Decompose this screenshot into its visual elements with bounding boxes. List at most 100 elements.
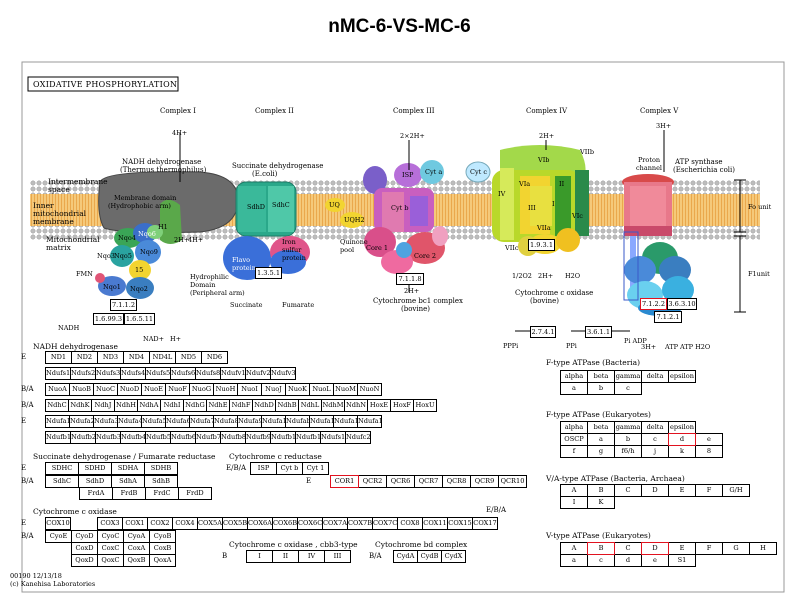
gene-a[interactable]: a xyxy=(560,382,588,395)
gene-isp[interactable]: ISP xyxy=(250,462,277,475)
ec-7118[interactable]: 7.1.1.8 xyxy=(396,273,424,285)
gene-cor1[interactable]: COR1 xyxy=(330,475,359,488)
gene-cox1[interactable]: COX1 xyxy=(122,517,148,530)
gene-cox7a[interactable]: COX7A xyxy=(322,517,348,530)
gene-ndufb11[interactable]: Ndufb11 xyxy=(295,431,321,444)
gene-hoxe[interactable]: HoxE xyxy=(367,399,391,412)
gene-ndufa5[interactable]: Ndufa5 xyxy=(141,415,166,428)
gene-cyoe[interactable]: CyoE xyxy=(45,530,72,543)
gene-nuol[interactable]: NuoL xyxy=(309,383,334,396)
gene-sdhd[interactable]: SDHD xyxy=(78,462,112,475)
gene-sdhc[interactable]: SDHC xyxy=(45,462,79,475)
gene-nuoj[interactable]: NuoJ xyxy=(261,383,286,396)
gene-cyt-1[interactable]: Cyt 1 xyxy=(302,462,329,475)
ec-1351[interactable]: 1.3.5.1 xyxy=(255,267,282,279)
gene-nd3[interactable]: ND3 xyxy=(97,351,124,364)
gene-qcr7[interactable]: QCR7 xyxy=(414,475,443,488)
gene-hoxu[interactable]: HoxU xyxy=(413,399,437,412)
gene-ndufv2[interactable]: Ndufv2 xyxy=(245,367,271,380)
gene-ndufab1[interactable]: Ndufab1 xyxy=(285,415,310,428)
ec-36310[interactable]: 3.6.3.10 xyxy=(667,298,697,310)
gene-nuod[interactable]: NuoD xyxy=(117,383,142,396)
gene-ndufb10[interactable]: Ndufb10 xyxy=(270,431,296,444)
gene-ndufa9[interactable]: Ndufa9 xyxy=(237,415,262,428)
gene-e[interactable]: E xyxy=(668,484,696,497)
gene-ndhi[interactable]: NdhI xyxy=(160,399,184,412)
gene-c[interactable]: c xyxy=(614,382,642,395)
gene-nd5[interactable]: ND5 xyxy=(175,351,202,364)
gene-iv[interactable]: IV xyxy=(298,550,325,563)
gene-cyda[interactable]: CydA xyxy=(393,550,418,563)
gene-8[interactable]: 8 xyxy=(695,445,723,458)
gene-cox6a[interactable]: COX6A xyxy=(247,517,273,530)
gene-b[interactable]: B xyxy=(587,542,615,555)
gene-cox6c[interactable]: COX6C xyxy=(297,517,323,530)
gene-ndufs4[interactable]: Ndufs4 xyxy=(120,367,146,380)
gene-g[interactable]: G xyxy=(722,542,750,555)
gene-nuoc[interactable]: NuoC xyxy=(93,383,118,396)
gene-b[interactable]: b xyxy=(587,382,615,395)
gene-ndufa10[interactable]: Ndufa10 xyxy=(261,415,286,428)
gene-cydb[interactable]: CydB xyxy=(417,550,442,563)
gene-c[interactable]: C xyxy=(614,484,642,497)
gene-i[interactable]: I xyxy=(246,550,273,563)
gene-f[interactable]: F xyxy=(695,542,723,555)
gene-ndufa4[interactable]: Ndufa4 xyxy=(117,415,142,428)
gene-ndufa2[interactable]: Ndufa2 xyxy=(69,415,94,428)
gene-e[interactable]: e xyxy=(641,554,669,567)
gene-ndufb5[interactable]: Ndufb5 xyxy=(145,431,171,444)
gene-frdd[interactable]: FrdD xyxy=(178,487,212,500)
gene-ndufb2[interactable]: Ndufb2 xyxy=(70,431,96,444)
gene-cydx[interactable]: CydX xyxy=(441,550,466,563)
gene-qcr6[interactable]: QCR6 xyxy=(386,475,415,488)
gene-ndufa12[interactable]: Ndufa12 xyxy=(333,415,358,428)
ec-2741[interactable]: 2.7.4.1 xyxy=(530,326,556,338)
gene-nd6[interactable]: ND6 xyxy=(201,351,228,364)
gene-ndhm[interactable]: NdhM xyxy=(321,399,345,412)
gene-ndufa1[interactable]: Ndufa1 xyxy=(45,415,70,428)
gene-ndhg[interactable]: NdhG xyxy=(183,399,207,412)
gene-d[interactable]: d xyxy=(614,554,642,567)
gene-d[interactable]: d xyxy=(668,433,696,446)
gene-a[interactable]: a xyxy=(560,554,588,567)
gene-frdc[interactable]: FrdC xyxy=(145,487,179,500)
gene-sdha[interactable]: SDHA xyxy=(111,462,145,475)
gene-g-h[interactable]: G/H xyxy=(722,484,750,497)
gene-f[interactable]: f xyxy=(560,445,588,458)
gene-ii[interactable]: II xyxy=(272,550,299,563)
gene-ndhb[interactable]: NdhB xyxy=(275,399,299,412)
gene-f[interactable]: F xyxy=(695,484,723,497)
gene-ndufs3[interactable]: Ndufs3 xyxy=(95,367,121,380)
gene-ndufs1[interactable]: Ndufs1 xyxy=(320,431,346,444)
gene-cox3[interactable]: COX3 xyxy=(97,517,123,530)
gene-ndufa11[interactable]: Ndufa11 xyxy=(309,415,334,428)
gene-qoxd[interactable]: QoxD xyxy=(71,554,98,567)
gene-ndufa6[interactable]: Ndufa6 xyxy=(165,415,190,428)
gene-cox7c[interactable]: COX7C xyxy=(372,517,398,530)
gene-nd4[interactable]: ND4 xyxy=(123,351,150,364)
gene-cox17[interactable]: COX17 xyxy=(472,517,498,530)
gene-ndufa8[interactable]: Ndufa8 xyxy=(213,415,238,428)
ec-3611[interactable]: 3.6.1.1 xyxy=(585,326,612,338)
gene-g[interactable]: g xyxy=(587,445,615,458)
gene-qoxa[interactable]: QoxA xyxy=(149,554,176,567)
gene-c[interactable]: c xyxy=(587,554,615,567)
gene-frdb[interactable]: FrdB xyxy=(112,487,146,500)
gene-nuoa[interactable]: NuoA xyxy=(45,383,70,396)
gene-h[interactable]: H xyxy=(749,542,777,555)
gene-d[interactable]: D xyxy=(641,484,669,497)
gene-ndhe[interactable]: NdhE xyxy=(206,399,230,412)
gene-ndufs8[interactable]: Ndufs8 xyxy=(195,367,221,380)
gene-nuoi[interactable]: NuoI xyxy=(237,383,262,396)
ec-16511[interactable]: 1.6.5.11 xyxy=(124,313,155,325)
gene-cox6b[interactable]: COX6B xyxy=(272,517,298,530)
ec-7122a[interactable]: 7.1.1.2 xyxy=(110,299,137,311)
gene-qcr2[interactable]: QCR2 xyxy=(358,475,387,488)
gene-hoxf[interactable]: HoxF xyxy=(390,399,414,412)
gene-ndufs5[interactable]: Ndufs5 xyxy=(145,367,171,380)
gene-ndufv1[interactable]: Ndufv1 xyxy=(220,367,246,380)
gene-k[interactable]: K xyxy=(587,496,615,509)
gene-delta[interactable]: delta xyxy=(641,370,669,383)
gene-nuom[interactable]: NuoM xyxy=(333,383,358,396)
gene-ndufb3[interactable]: Ndufb3 xyxy=(95,431,121,444)
